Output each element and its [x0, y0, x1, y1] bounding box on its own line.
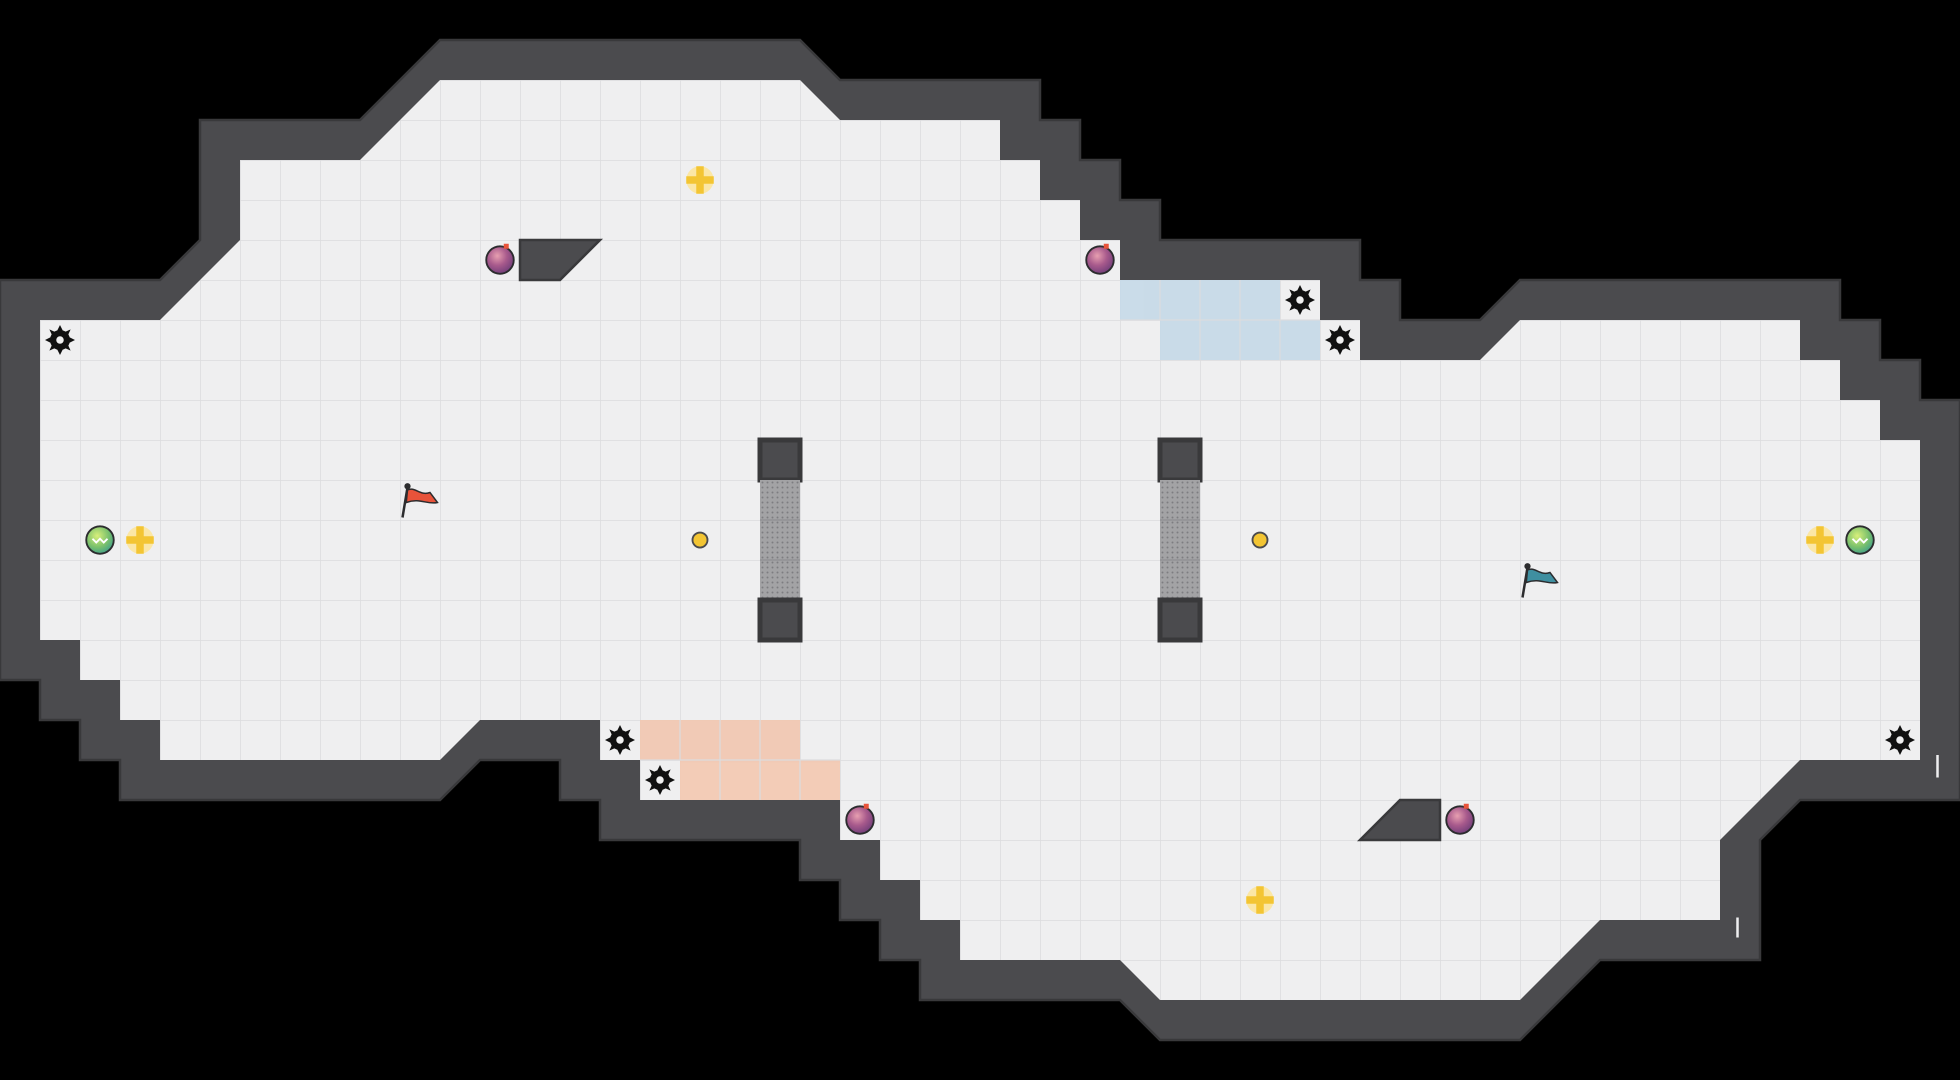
floor-area	[40, 80, 1920, 1000]
spike-icon	[1285, 285, 1315, 315]
powerup-icon[interactable]	[85, 525, 115, 555]
spike-icon	[645, 765, 675, 795]
bomb-icon[interactable]	[485, 243, 515, 275]
powerup-icon[interactable]	[1845, 525, 1875, 555]
blue-flag-icon[interactable]	[1521, 563, 1559, 598]
boost-pad-icon[interactable]	[1246, 886, 1274, 914]
bomb-icon[interactable]	[845, 803, 875, 835]
boost-pad-icon[interactable]	[686, 166, 714, 194]
right-gate-button[interactable]	[1251, 531, 1269, 549]
spike-icon	[605, 725, 635, 755]
spike-icon	[1885, 725, 1915, 755]
left-gate	[757, 437, 803, 643]
bomb-icon[interactable]	[1085, 243, 1115, 275]
wall-wedges	[518, 238, 1442, 842]
boost-pad-icon[interactable]	[126, 526, 154, 554]
right-gate	[1157, 437, 1203, 643]
zone-grid	[640, 280, 1320, 800]
bomb-icon[interactable]	[1445, 803, 1475, 835]
red-flag-icon[interactable]	[401, 483, 439, 518]
wall-markers	[1736, 755, 1939, 938]
boost-pad-icon[interactable]	[1806, 526, 1834, 554]
spike-icon	[45, 325, 75, 355]
left-gate-button[interactable]	[691, 531, 709, 549]
spike-icon	[1325, 325, 1355, 355]
